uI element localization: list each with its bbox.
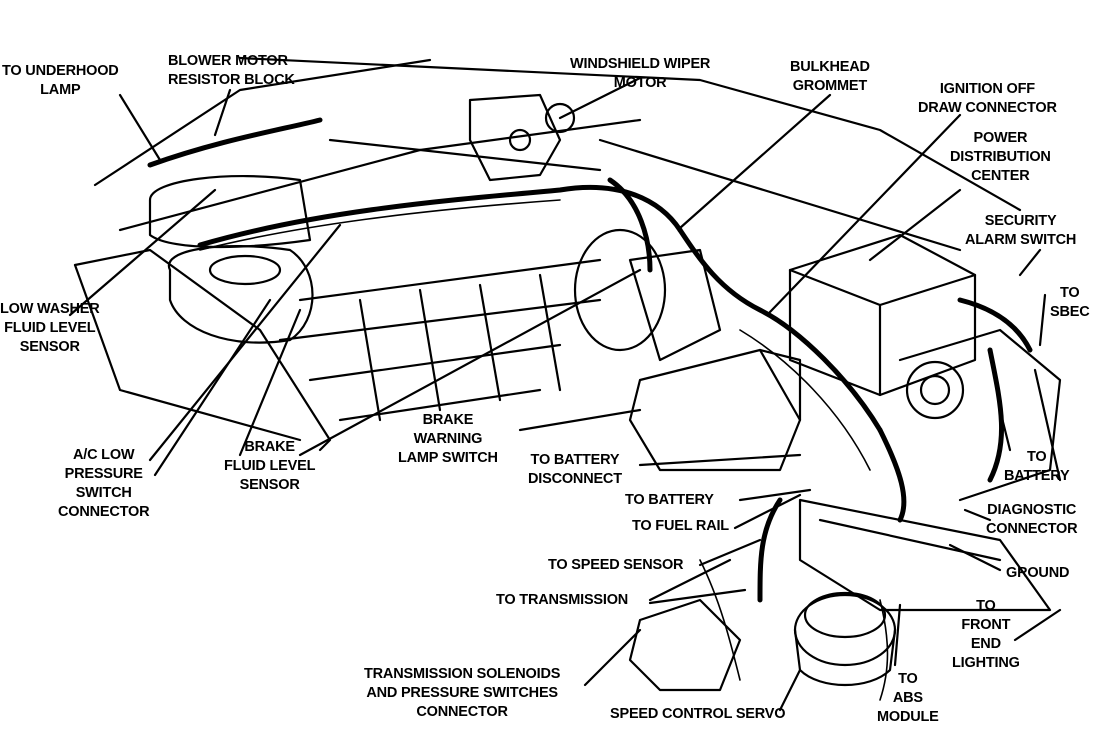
label-line: DISTRIBUTION xyxy=(950,149,1051,165)
label-line: LAMP SWITCH xyxy=(398,450,498,466)
label-line: PRESSURE xyxy=(64,466,143,482)
label-abs-module: TO ABS MODULE xyxy=(877,670,939,727)
label-line: ABS xyxy=(892,690,923,706)
label-line: DRAW CONNECTOR xyxy=(918,100,1057,116)
label-trans-solenoids: TRANSMISSION SOLENOIDS AND PRESSURE SWIT… xyxy=(364,665,560,722)
label-wiper-motor: WINDSHIELD WIPER MOTOR xyxy=(570,55,710,93)
label-speed-control-servo: SPEED CONTROL SERVO xyxy=(610,705,786,724)
label-line: TO xyxy=(1026,449,1047,465)
label-line: SBEC xyxy=(1050,304,1090,320)
label-transmission: TO TRANSMISSION xyxy=(496,591,628,610)
label-line: WARNING xyxy=(413,431,483,447)
label-diagnostic-connector: DIAGNOSTIC CONNECTOR xyxy=(986,501,1078,539)
label-fuel-rail: TO FUEL RAIL xyxy=(632,517,729,536)
label-line: TO FUEL RAIL xyxy=(632,518,729,534)
label-line: MODULE xyxy=(877,709,939,725)
label-line: CENTER xyxy=(971,168,1030,184)
label-power-distribution: POWER DISTRIBUTION CENTER xyxy=(950,129,1051,186)
label-line: RESISTOR BLOCK xyxy=(168,72,295,88)
label-sbec: TO SBEC xyxy=(1050,284,1090,322)
label-line: DIAGNOSTIC xyxy=(987,502,1077,518)
label-ground: GROUND xyxy=(1006,564,1069,583)
label-line: TO xyxy=(1060,285,1080,301)
label-line: DISCONNECT xyxy=(528,471,622,487)
label-line: BATTERY xyxy=(1004,468,1070,484)
label-line: END xyxy=(970,636,1001,652)
label-line: SENSOR xyxy=(239,477,300,493)
label-underhood-lamp: TO UNDERHOOD LAMP xyxy=(2,62,119,100)
label-line: TO SPEED SENSOR xyxy=(548,557,684,573)
label-front-end-lighting: TO FRONT END LIGHTING xyxy=(952,597,1020,673)
wiring-harness xyxy=(147,117,1033,603)
label-line: LIGHTING xyxy=(952,655,1020,671)
label-line: TO TRANSMISSION xyxy=(496,592,629,608)
label-to-battery-mid: TO BATTERY xyxy=(625,491,714,510)
label-line: TO UNDERHOOD xyxy=(2,63,119,79)
label-line: BULKHEAD xyxy=(790,59,870,75)
label-line: FLUID LEVEL xyxy=(4,320,96,336)
label-line: BRAKE xyxy=(244,439,295,455)
label-line: CONNECTOR xyxy=(986,521,1078,537)
label-security-alarm: SECURITY ALARM SWITCH xyxy=(965,212,1076,250)
label-line: BRAKE xyxy=(422,412,474,428)
label-line: CONNECTOR xyxy=(416,704,508,720)
label-line: SWITCH xyxy=(75,485,132,501)
label-battery-disconnect: TO BATTERY DISCONNECT xyxy=(528,451,622,489)
label-low-washer: LOW WASHER FLUID LEVEL SENSOR xyxy=(0,300,100,357)
label-line: POWER xyxy=(973,130,1028,146)
label-brake-fluid: BRAKE FLUID LEVEL SENSOR xyxy=(224,438,315,495)
label-line: SECURITY xyxy=(984,213,1057,229)
label-line: TRANSMISSION SOLENOIDS xyxy=(364,666,561,682)
label-brake-warning: BRAKE WARNING LAMP SWITCH xyxy=(398,411,498,468)
label-line: FRONT xyxy=(961,617,1011,633)
label-line: ALARM SWITCH xyxy=(965,232,1077,248)
label-line: LOW WASHER xyxy=(0,301,100,317)
label-to-battery-right: TO BATTERY xyxy=(1004,448,1070,486)
label-line: WINDSHIELD WIPER xyxy=(570,56,711,72)
body-outline xyxy=(73,56,1062,692)
label-speed-sensor: TO SPEED SENSOR xyxy=(548,556,684,575)
label-line: BLOWER MOTOR xyxy=(168,53,288,69)
label-bulkhead-grommet: BULKHEAD GROMMET xyxy=(790,58,870,96)
label-line: LAMP xyxy=(40,82,81,98)
label-line: CONNECTOR xyxy=(58,504,150,520)
label-line: SPEED CONTROL SERVO xyxy=(610,706,786,722)
label-line: TO xyxy=(898,671,918,687)
label-line: TO BATTERY xyxy=(530,452,620,468)
label-line: FLUID LEVEL xyxy=(224,458,316,474)
label-ignition-off: IGNITION OFF DRAW CONNECTOR xyxy=(918,80,1057,118)
label-line: A/C LOW xyxy=(72,447,135,463)
harness-detail xyxy=(199,199,889,701)
label-line: GROMMET xyxy=(792,78,868,94)
leader-lines xyxy=(68,76,1062,712)
label-line: TO xyxy=(976,598,996,614)
label-line: GROUND xyxy=(1006,565,1070,581)
label-line: MOTOR xyxy=(613,75,667,91)
label-line: AND PRESSURE SWITCHES xyxy=(366,685,558,701)
label-line: SENSOR xyxy=(19,339,80,355)
label-line: IGNITION OFF xyxy=(939,81,1035,97)
label-ac-low-pressure: A/C LOW PRESSURE SWITCH CONNECTOR xyxy=(58,446,150,522)
label-blower-motor: BLOWER MOTOR RESISTOR BLOCK xyxy=(168,52,295,90)
label-line: TO BATTERY xyxy=(625,492,714,508)
